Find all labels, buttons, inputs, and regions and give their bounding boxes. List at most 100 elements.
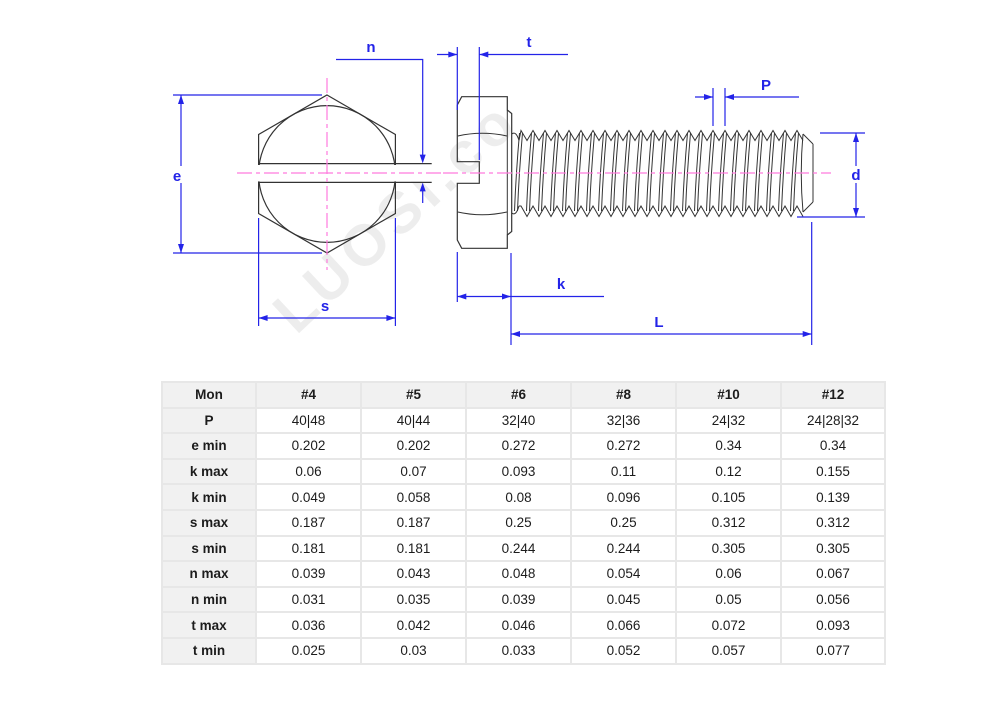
dimension-L: L xyxy=(511,222,813,345)
table-corner-header: Mon xyxy=(161,381,257,409)
value-cell: 0.035 xyxy=(360,585,467,614)
head-profile xyxy=(456,96,513,249)
row-label: n min xyxy=(161,585,257,614)
row-label: e min xyxy=(161,432,257,460)
n-arrow-up xyxy=(419,182,426,192)
value-cell: 0.046 xyxy=(465,611,572,639)
row-label: t max xyxy=(161,611,257,639)
value-cell: 24|28|32 xyxy=(780,406,886,435)
value-cell: 0.025 xyxy=(255,636,362,665)
value-cell: 0.11 xyxy=(570,457,677,486)
k-arrow-right xyxy=(502,293,511,300)
thread-flanks xyxy=(514,132,799,212)
tip-chamfer-bottom xyxy=(802,201,814,213)
column-header: #4 xyxy=(255,381,362,409)
e-arrow-up xyxy=(178,95,184,104)
row-label: s max xyxy=(161,508,257,537)
head-facet-line-bottom xyxy=(457,211,508,216)
value-cell: 0.056 xyxy=(780,585,886,614)
value-cell: 0.093 xyxy=(465,457,572,486)
d-arrow-down xyxy=(853,208,859,217)
d-label: d xyxy=(851,167,860,184)
dimension-k: k xyxy=(456,252,604,345)
e-label-mask xyxy=(171,166,184,183)
column-header: #12 xyxy=(780,381,886,409)
value-cell: 0.042 xyxy=(360,611,467,639)
k-label: k xyxy=(557,276,566,293)
value-cell: 0.077 xyxy=(780,636,886,665)
value-cell: 0.202 xyxy=(255,432,362,460)
column-header: #5 xyxy=(360,381,467,409)
value-cell: 0.039 xyxy=(465,585,572,614)
value-cell: 0.272 xyxy=(570,432,677,460)
value-cell: 0.34 xyxy=(780,432,886,460)
value-cell: 0.06 xyxy=(675,560,782,588)
n-arrow-down xyxy=(419,154,426,164)
d-arrow-up xyxy=(853,133,859,142)
k-arrow-left xyxy=(457,293,467,300)
row-label: s min xyxy=(161,534,257,563)
table-header-row: Mon#4#5#6#8#10#12 xyxy=(161,381,886,409)
front-view xyxy=(237,78,441,270)
value-cell: 0.12 xyxy=(675,457,782,486)
dimension-n: n xyxy=(336,39,426,203)
value-cell: 0.08 xyxy=(465,483,572,511)
bolt-technical-drawing: e s n xyxy=(171,34,865,345)
value-cell: 24|32 xyxy=(675,406,782,435)
value-cell: 0.244 xyxy=(465,534,572,563)
thread-bottom-edge xyxy=(519,204,804,218)
value-cell: 0.058 xyxy=(360,483,467,511)
value-cell: 0.052 xyxy=(570,636,677,665)
dimension-s: s xyxy=(258,218,396,326)
dimension-d: d xyxy=(797,132,865,218)
value-cell: 0.049 xyxy=(255,483,362,511)
row-label: k min xyxy=(161,483,257,511)
value-cell: 0.096 xyxy=(570,483,677,511)
dimension-t: t xyxy=(437,34,568,160)
row-label: n max xyxy=(161,560,257,588)
head-facet-line-top xyxy=(457,132,508,137)
value-cell: 0.05 xyxy=(675,585,782,614)
n-label: n xyxy=(366,39,375,56)
value-cell: 0.031 xyxy=(255,585,362,614)
value-cell: 0.187 xyxy=(360,508,467,537)
dimension-P: P xyxy=(695,77,799,126)
value-cell: 0.312 xyxy=(675,508,782,537)
value-cell: 0.048 xyxy=(465,560,572,588)
value-cell: 0.057 xyxy=(675,636,782,665)
value-cell: 0.139 xyxy=(780,483,886,511)
value-cell: 0.07 xyxy=(360,457,467,486)
row-label: k max xyxy=(161,457,257,486)
value-cell: 32|40 xyxy=(465,406,572,435)
value-cell: 0.305 xyxy=(780,534,886,563)
side-view xyxy=(443,96,831,249)
n-leader xyxy=(336,58,424,160)
value-cell: 0.045 xyxy=(570,585,677,614)
value-cell: 0.305 xyxy=(675,534,782,563)
value-cell: 0.312 xyxy=(780,508,886,537)
t-arrow-left xyxy=(479,51,489,58)
value-cell: 0.054 xyxy=(570,560,677,588)
value-cell: 32|36 xyxy=(570,406,677,435)
value-cell: 0.093 xyxy=(780,611,886,639)
value-cell: 0.06 xyxy=(255,457,362,486)
value-cell: 0.25 xyxy=(465,508,572,537)
L-arrow-right xyxy=(802,331,812,337)
value-cell: 0.202 xyxy=(360,432,467,460)
value-cell: 0.039 xyxy=(255,560,362,588)
value-cell: 0.187 xyxy=(255,508,362,537)
column-header: #8 xyxy=(570,381,677,409)
value-cell: 0.072 xyxy=(675,611,782,639)
row-label: P xyxy=(161,406,257,435)
value-cell: 0.067 xyxy=(780,560,886,588)
